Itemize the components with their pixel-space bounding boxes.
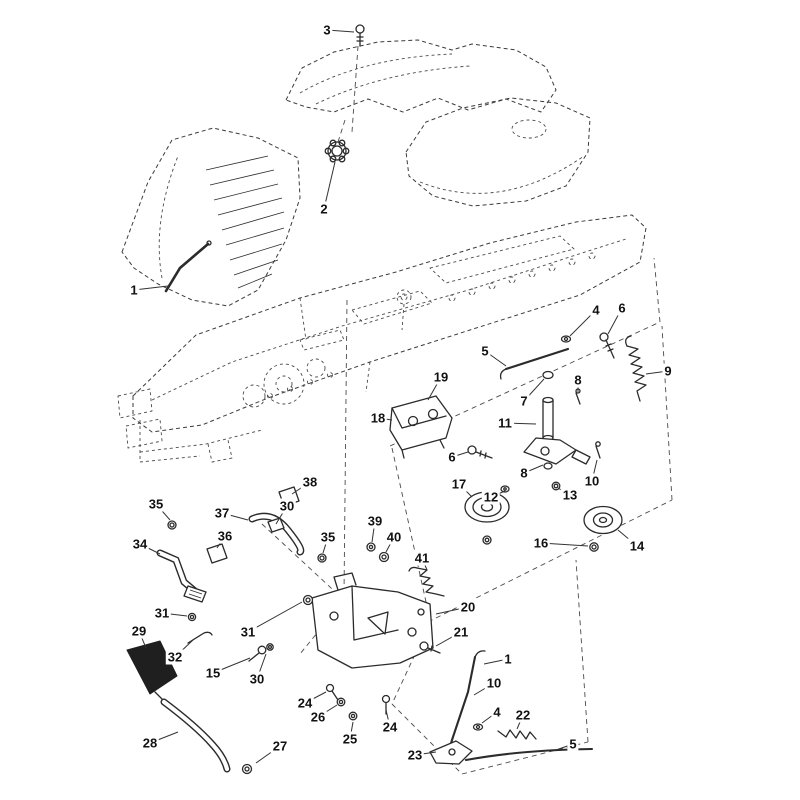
part-nut-35b <box>317 553 327 563</box>
part-bolt-6b <box>467 445 493 459</box>
callout-leader-3 <box>326 29 355 33</box>
part-bolt-24a <box>325 683 339 701</box>
callout-leader-27 <box>255 745 281 764</box>
console-outline <box>285 39 557 113</box>
callout-leader-26 <box>317 704 338 718</box>
callout-leader-31 <box>161 612 188 617</box>
part-clip-32 <box>187 631 213 644</box>
part-pulley-14 <box>583 505 623 535</box>
callout-leader-35 <box>322 536 329 554</box>
part-nut-16 <box>589 542 599 552</box>
callout-leader-34 <box>139 543 161 555</box>
callout-leader-13 <box>557 487 571 496</box>
part-grip-29 <box>126 640 178 695</box>
callout-leader-22 <box>516 714 524 730</box>
part-shaft-11 <box>523 396 591 465</box>
part-bolt-6a <box>599 332 615 359</box>
part-bracket-20 <box>302 572 434 669</box>
callout-leader-10 <box>473 682 495 696</box>
part-rod-28 <box>160 698 231 773</box>
callout-leader-4 <box>481 711 498 724</box>
part-washer-7 <box>542 370 554 380</box>
callout-leader-24 <box>304 691 327 704</box>
part-spring-9 <box>625 335 647 402</box>
part-rod-1b <box>445 650 486 759</box>
callout-leader-1 <box>483 658 509 665</box>
callout-leader-10 <box>591 459 598 482</box>
callout-leader-28 <box>149 731 179 744</box>
part-washer-8b <box>543 462 553 470</box>
callout-leader-1 <box>133 285 169 291</box>
part-washer-30b <box>266 643 274 651</box>
callout-leader-31 <box>247 601 303 633</box>
part-pulley-17 <box>464 491 510 545</box>
part-nut-27 <box>241 763 253 775</box>
part-washer-25 <box>348 711 358 721</box>
callout-leader-7 <box>523 378 545 402</box>
callout-leader-16 <box>540 542 589 547</box>
parts-artwork <box>126 24 647 775</box>
part-pivot-bolt-31b <box>302 594 314 606</box>
callout-leader-40 <box>385 536 395 553</box>
fender-outline <box>405 97 591 207</box>
part-bushing-36 <box>206 543 228 564</box>
callout-leader-6 <box>451 451 469 458</box>
callout-leader-15 <box>212 657 251 674</box>
part-bracket-23 <box>429 740 473 765</box>
part-nut-13 <box>551 481 561 491</box>
chassis-outline <box>117 214 647 463</box>
callout-leader-41 <box>421 557 428 571</box>
callout-leader-39 <box>371 520 376 543</box>
zone-lines <box>261 45 673 775</box>
part-nut-40 <box>378 551 390 563</box>
part-rod-5b <box>464 747 594 762</box>
part-pin-10a <box>595 441 601 459</box>
callout-leader-8 <box>523 464 544 474</box>
part-washer-4a <box>560 335 572 343</box>
callout-leader-32 <box>174 639 194 658</box>
callout-leader-25 <box>349 721 354 740</box>
callout-leader-24 <box>385 709 391 728</box>
part-bolt-3 <box>355 24 365 47</box>
part-nut-31a <box>187 612 197 622</box>
part-rod-1a <box>164 240 212 293</box>
part-spring-22 <box>497 729 537 740</box>
part-washer-12 <box>500 485 510 493</box>
part-nut-35a <box>167 520 177 530</box>
part-spring-41 <box>408 566 445 597</box>
callout-leader-30 <box>256 653 267 680</box>
callout-leader-4 <box>569 309 597 337</box>
part-rod-5a <box>499 347 570 380</box>
part-arm-37 <box>248 512 305 556</box>
callout-leader-6 <box>607 307 623 335</box>
part-screw-15 <box>248 645 267 662</box>
part-bracket-34 <box>156 549 207 603</box>
callout-leader-11 <box>504 422 537 425</box>
callout-leader-21 <box>435 631 462 647</box>
callout-leader-14 <box>617 529 638 547</box>
part-bracket-18-19 <box>389 395 453 459</box>
callout-leader-37 <box>221 512 249 521</box>
part-bushing-38 <box>278 486 300 507</box>
callout-leader-2 <box>323 161 336 210</box>
part-washer-39 <box>366 542 376 552</box>
part-cap-2 <box>324 139 350 163</box>
callout-leader-18 <box>377 417 393 421</box>
hood-outline <box>121 127 301 307</box>
callout-leader-5 <box>484 350 507 367</box>
callout-leader-35 <box>155 503 171 521</box>
part-ferrule-30a <box>267 517 285 533</box>
callout-leader-20 <box>435 606 469 615</box>
part-bolt-21 <box>419 641 441 654</box>
part-washer-4b <box>472 723 484 731</box>
callout-leader-17 <box>458 483 473 498</box>
part-washer-26 <box>336 697 346 707</box>
